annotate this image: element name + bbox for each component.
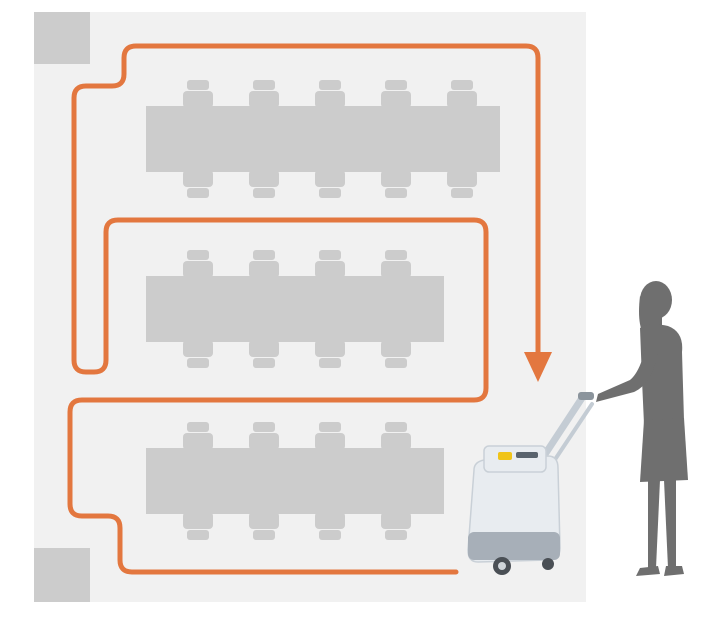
chair-bottom-back [319, 358, 341, 368]
table-row-2 [146, 250, 444, 368]
chair-bottom [381, 170, 411, 187]
woman-silhouette-icon [596, 281, 688, 576]
pillar-top-left [34, 12, 90, 64]
chair-bottom-back [385, 188, 407, 198]
table-row-1 [146, 80, 500, 198]
chair-bottom [447, 170, 477, 187]
chair-bottom-back [319, 188, 341, 198]
chair-bottom [315, 170, 345, 187]
chair-bottom [183, 512, 213, 529]
chair-bottom-back [253, 358, 275, 368]
chair-bottom [183, 170, 213, 187]
chair-bottom-back [385, 530, 407, 540]
table-3 [146, 448, 444, 514]
chair-bottom [249, 170, 279, 187]
table-1 [146, 106, 500, 172]
chair-bottom [381, 340, 411, 357]
chair-bottom-back [253, 188, 275, 198]
chair-top-back [253, 422, 275, 432]
chair-top [249, 261, 279, 278]
chair-top [249, 91, 279, 108]
chair-bottom [315, 340, 345, 357]
chair-bottom-back [187, 358, 209, 368]
chair-top-back [319, 422, 341, 432]
chair-top [315, 91, 345, 108]
chair-top [381, 91, 411, 108]
chair-bottom [315, 512, 345, 529]
chair-top [381, 433, 411, 450]
chair-top [183, 433, 213, 450]
chair-top-back [319, 80, 341, 90]
chair-top-back [319, 250, 341, 260]
chair-top [447, 91, 477, 108]
chair-bottom-back [385, 358, 407, 368]
chair-top [183, 91, 213, 108]
pillar-bottom-left [34, 548, 90, 602]
chair-top-back [385, 80, 407, 90]
chair-top [183, 261, 213, 278]
chair-top-back [451, 80, 473, 90]
table-row-3 [146, 422, 444, 540]
cleaning-route [67, 43, 541, 575]
chair-bottom-back [319, 530, 341, 540]
chair-top [249, 433, 279, 450]
chair-top-back [385, 422, 407, 432]
route-arrow-icon [524, 352, 552, 382]
chair-bottom-back [253, 530, 275, 540]
chair-top-back [187, 422, 209, 432]
chair-top-back [385, 250, 407, 260]
chair-top [315, 261, 345, 278]
chair-bottom [381, 512, 411, 529]
chair-top-back [253, 80, 275, 90]
cleaning-robot-icon [467, 392, 594, 575]
chair-bottom-back [187, 530, 209, 540]
chair-top-back [253, 250, 275, 260]
chair-bottom-back [451, 188, 473, 198]
chair-top [381, 261, 411, 278]
chair-bottom-back [187, 188, 209, 198]
table-rows [146, 80, 500, 540]
chair-bottom [249, 340, 279, 357]
table-2 [146, 276, 444, 342]
chair-top [315, 433, 345, 450]
chair-bottom [183, 340, 213, 357]
chair-top-back [187, 250, 209, 260]
chair-top-back [187, 80, 209, 90]
chair-bottom [249, 512, 279, 529]
